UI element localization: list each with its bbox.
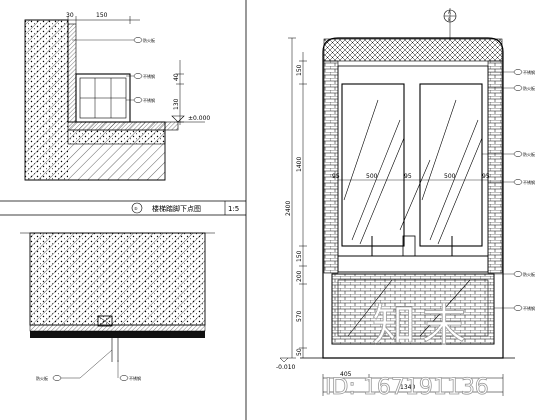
bottom-dim-1340: 1340 bbox=[400, 384, 415, 391]
concrete-wall-dots bbox=[25, 20, 68, 180]
detail-name: 楼梯踏脚下点图 bbox=[152, 204, 201, 213]
rtag-2-label: 防火板 bbox=[523, 85, 535, 91]
bracket-cross-b bbox=[97, 315, 113, 327]
rtag-5-bubble bbox=[513, 271, 523, 277]
watermark-logo: 知末 bbox=[372, 300, 472, 351]
tag-5-bubble bbox=[119, 375, 129, 381]
rtag-6-label: 不锈钢 bbox=[523, 305, 535, 311]
rtag-4-label: 不锈钢 bbox=[523, 179, 535, 185]
left-brick-column bbox=[323, 60, 339, 274]
tag-2-bubble bbox=[133, 73, 143, 79]
tag-2-label: 不锈钢 bbox=[143, 73, 155, 79]
elevation-label: ±0.000 bbox=[188, 115, 210, 122]
dim-150: 150 bbox=[96, 12, 108, 19]
bottom-dim-ticks bbox=[322, 374, 504, 396]
vdim-ticks bbox=[288, 37, 307, 359]
rtag-3-label: 防火板 bbox=[523, 151, 535, 157]
inner-dim-95b: 95 bbox=[404, 173, 412, 180]
dim-30: 30 bbox=[66, 12, 74, 19]
section-marker-number: 8 bbox=[448, 17, 451, 22]
tag-3-label: 不锈钢 bbox=[143, 97, 155, 103]
wall-finish-layer bbox=[67, 23, 77, 123]
inner-dim-500a: 500 bbox=[366, 173, 378, 180]
tag-3-bubble bbox=[133, 97, 143, 103]
rtag-3-bubble bbox=[513, 151, 523, 157]
bottom-dim-405: 405 bbox=[340, 371, 352, 378]
ceiling-layer-light bbox=[29, 324, 206, 332]
vdim-570: 570 bbox=[296, 310, 303, 322]
tag-1-bubble bbox=[133, 37, 143, 43]
base-cabinet-diag-2 bbox=[419, 279, 471, 337]
skirting-box bbox=[75, 73, 131, 123]
top-left-detail: 30 150 40 130 ±0.000 防火板 不锈钢 不锈钢 bbox=[24, 12, 210, 181]
vdim-200: 200 bbox=[296, 270, 303, 282]
vdim-50: 50 bbox=[296, 348, 303, 356]
detail-number-circle bbox=[131, 202, 143, 214]
vdim-1400: 1400 bbox=[296, 157, 303, 172]
section-marker-letter: A bbox=[448, 10, 451, 15]
top-band bbox=[323, 38, 503, 62]
bottom-left-detail: 防火板 不锈钢 bbox=[20, 232, 215, 381]
detail-scale: 1:5 bbox=[228, 205, 239, 213]
detail-title-bar: ⑤ 楼梯踏脚下点图 1:5 bbox=[0, 200, 246, 216]
mirror-left bbox=[341, 83, 405, 247]
dim-40: 40 bbox=[173, 73, 180, 81]
detail-number: ⑤ bbox=[134, 206, 138, 211]
level-label: -0.010 bbox=[276, 364, 296, 371]
inner-dim-95c: 95 bbox=[482, 173, 490, 180]
vdim-150-mid: 150 bbox=[296, 250, 303, 262]
faucet-center bbox=[402, 235, 416, 257]
tag-5-label: 不锈钢 bbox=[129, 375, 141, 381]
right-tags: 不锈钢 防火板 防火板 不锈钢 防火板 不锈钢 bbox=[482, 69, 535, 311]
tag-4-label: 防火板 bbox=[36, 375, 48, 381]
elevation-view: A 8 95 500 95 500 95 bbox=[276, 8, 535, 396]
base-cabinet bbox=[331, 273, 495, 345]
base-cabinet-diag bbox=[347, 279, 393, 337]
floor-screed bbox=[67, 129, 166, 145]
dim-130: 130 bbox=[173, 98, 180, 110]
counter-top bbox=[337, 255, 489, 273]
rtag-4-bubble bbox=[513, 179, 523, 185]
mirror-right bbox=[419, 83, 483, 247]
inner-dim-500b: 500 bbox=[444, 173, 456, 180]
level-triangle bbox=[279, 357, 289, 363]
slab-dots bbox=[30, 233, 205, 325]
tag-4-leader bbox=[79, 349, 113, 379]
rtag-6-bubble bbox=[513, 305, 523, 311]
vdim-2400: 2400 bbox=[285, 201, 292, 216]
tag-4-bubble bbox=[52, 375, 62, 381]
inner-dim-95a: 95 bbox=[332, 173, 340, 180]
inner-frame bbox=[337, 65, 489, 257]
tag-1-label: 防火板 bbox=[143, 37, 155, 43]
ceiling-bracket bbox=[97, 315, 113, 327]
floor-finish-layer bbox=[67, 121, 179, 131]
base-cabinet-panel bbox=[337, 279, 489, 337]
rtag-2-bubble bbox=[513, 85, 523, 91]
rtag-1-bubble bbox=[513, 69, 523, 75]
rtag-5-label: 防火板 bbox=[523, 271, 535, 277]
mirror-reflection-lines bbox=[343, 99, 483, 245]
vdim-150-top: 150 bbox=[296, 64, 303, 76]
watermark-id: ID: 167191136 bbox=[325, 375, 489, 400]
elevation-triangle bbox=[171, 115, 185, 123]
rtag-1-label: 不锈钢 bbox=[523, 69, 535, 75]
right-brick-column bbox=[487, 60, 503, 274]
ceiling-layer-dark bbox=[30, 331, 205, 338]
watermark: 知末 ID: 167191136 bbox=[325, 300, 490, 401]
